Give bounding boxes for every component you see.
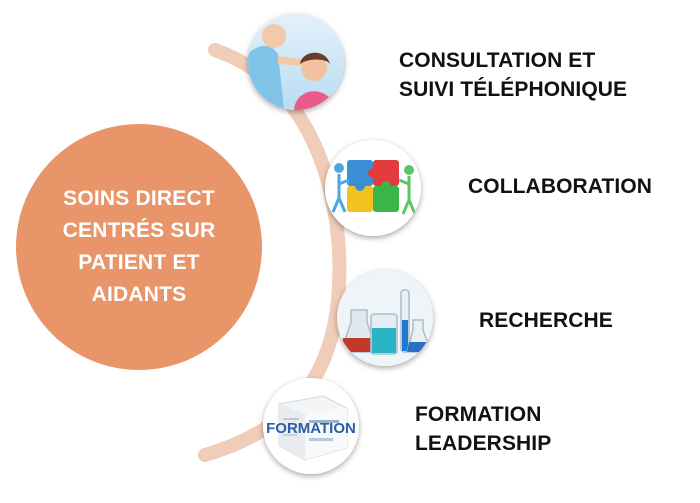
label-recherche: RECHERCHE [479, 309, 613, 332]
lab-flasks-icon [337, 270, 433, 366]
label-consultation: CONSULTATION ET SUIVI TÉLÉPHONIQUE [399, 49, 628, 101]
label-collaboration: COLLABORATION [468, 175, 653, 198]
label-formation: FORMATION LEADERSHIP [415, 403, 552, 455]
consultation-image [248, 14, 344, 110]
doctor-patient-icon [248, 14, 344, 110]
center-topic-circle: SOINS DIRECT CENTRÉS SUR PATIENT ET AIDA… [16, 124, 262, 370]
collaboration-image [325, 140, 421, 236]
research-image [337, 270, 433, 366]
formation-image-text: FORMATION [266, 420, 356, 437]
center-topic-text: SOINS DIRECT CENTRÉS SUR PATIENT ET AIDA… [62, 187, 216, 306]
puzzle-people-icon [325, 140, 421, 236]
formation-image: FORMATION [263, 378, 359, 474]
formation-word-cube-icon: FORMATION [263, 378, 359, 474]
